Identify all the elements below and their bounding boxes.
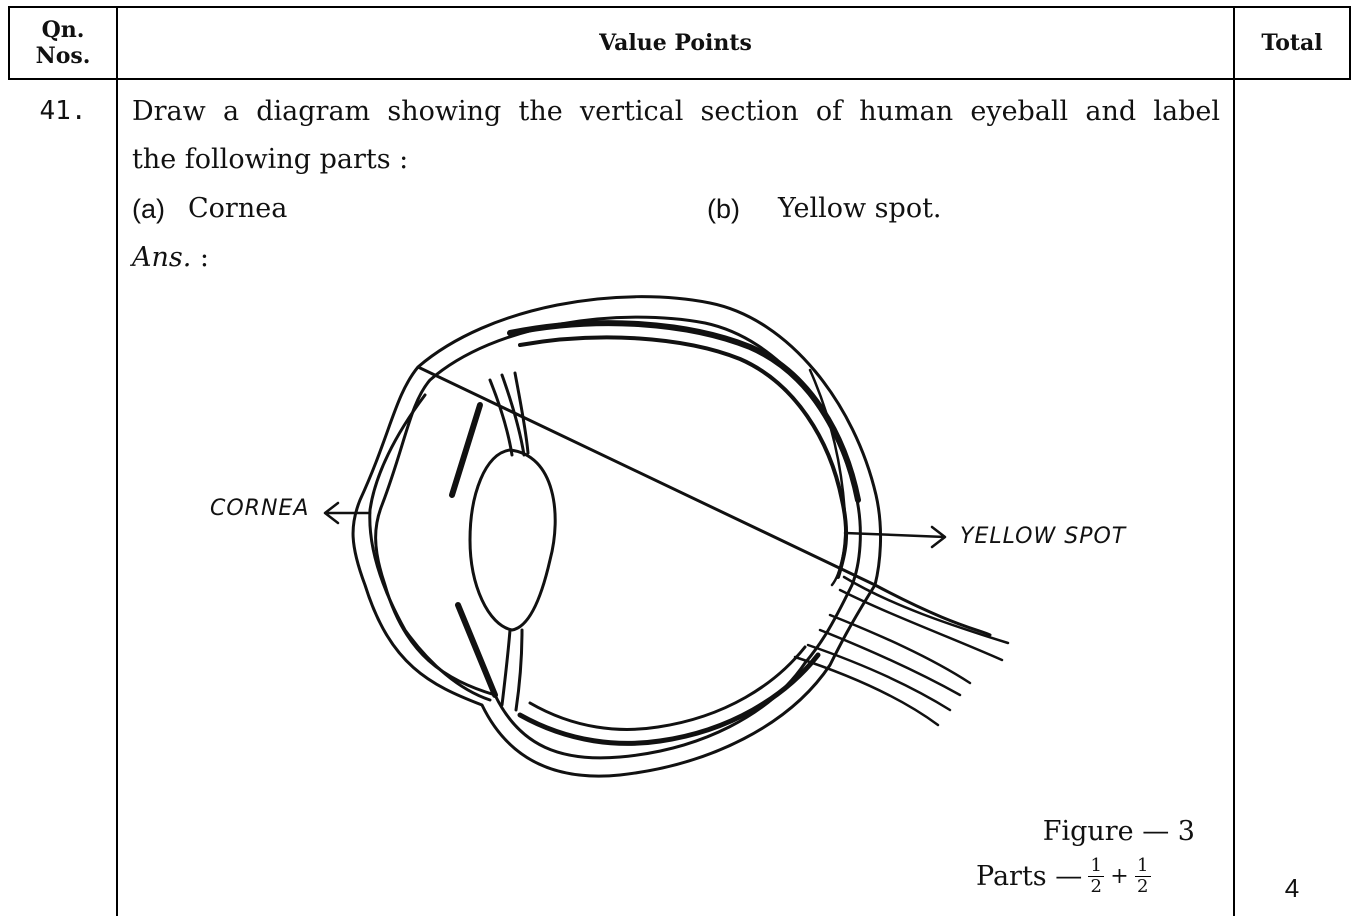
iris-upper: [452, 405, 480, 495]
option-b-text: Yellow spot.: [778, 193, 942, 225]
column-divider-2: [1233, 6, 1235, 916]
parts-marks: Parts — 1 2 + 1 2: [976, 856, 1157, 897]
label-yellow-spot: YELLOW SPOT: [960, 524, 1127, 549]
retina-band: [520, 337, 846, 577]
answer-label-italic: Ans.: [132, 242, 191, 273]
parts-label: Parts —: [976, 861, 1082, 892]
plus-sign: +: [1110, 864, 1128, 889]
question-number: 41.: [10, 96, 116, 126]
header-total: Total: [1235, 30, 1349, 56]
total-marks: 4: [1235, 873, 1349, 904]
header-qn-line1: Qn.: [10, 17, 116, 43]
fraction-den-1: 2: [1091, 877, 1102, 897]
column-divider-1: [116, 6, 118, 916]
fraction-half-2: 1 2: [1135, 856, 1151, 897]
table-top-rule: [8, 6, 1351, 8]
label-cornea: CORNEA: [210, 496, 309, 521]
cornea-arrow: [325, 503, 370, 523]
option-a-marker: (a): [132, 193, 165, 225]
retina-lower-inner: [530, 647, 805, 729]
lens: [470, 450, 555, 630]
ciliary-lower: [502, 630, 522, 710]
eyeball-diagram: CORNEA YELLOW SPOT: [190, 285, 1170, 795]
sclera-outer: [353, 297, 990, 776]
answer-label-colon: :: [191, 242, 209, 273]
fraction-num-1: 1: [1091, 856, 1102, 876]
header-bottom-rule: [8, 78, 1351, 80]
option-a-text: Cornea: [188, 193, 287, 225]
option-b-marker: (b): [707, 193, 740, 225]
question-text-line1: Draw a diagram showing the vertical sect…: [132, 96, 1220, 128]
fraction-half-1: 1 2: [1088, 856, 1104, 897]
table-right-rule: [1349, 6, 1351, 80]
header-value-points: Value Points: [118, 30, 1233, 56]
fraction-den-2: 2: [1137, 877, 1148, 897]
question-text-line2: the following parts :: [132, 144, 1220, 176]
header-qn-line2: Nos.: [10, 43, 116, 69]
figure-caption: Figure — 3: [1043, 816, 1195, 847]
ciliary-upper: [490, 373, 528, 455]
fraction-num-2: 1: [1137, 856, 1148, 876]
header-qn-nos: Qn. Nos.: [10, 17, 116, 69]
retina-lower: [520, 655, 818, 743]
answer-label: Ans. :: [132, 242, 209, 274]
